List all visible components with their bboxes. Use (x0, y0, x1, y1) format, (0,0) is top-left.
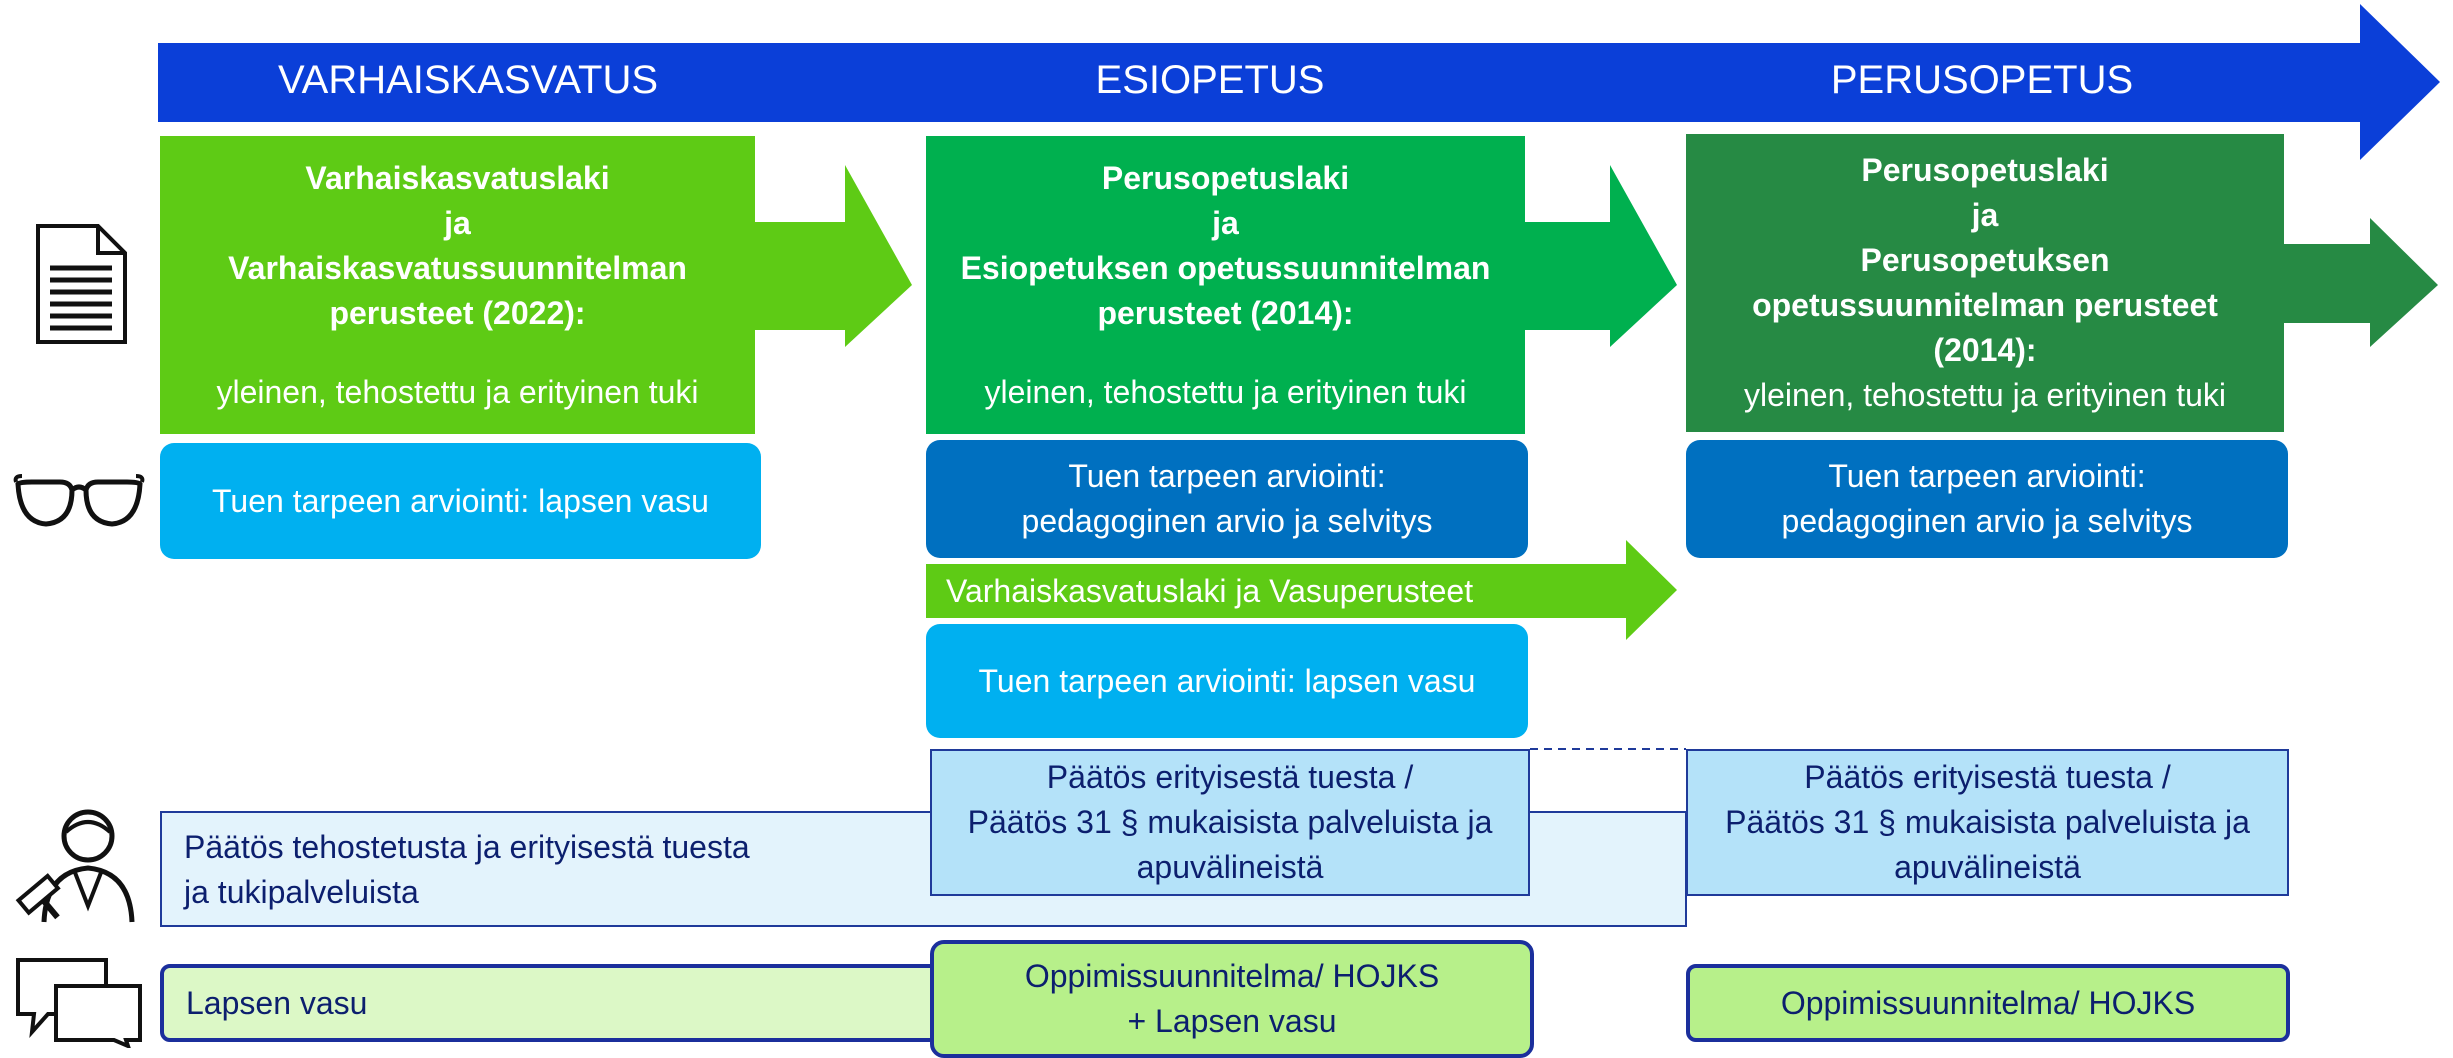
decision-early-line2: ja tukipalveluista (184, 874, 419, 910)
document-icon (36, 224, 127, 344)
phase-title-early: VARHAISKASVATUS (277, 58, 659, 102)
timeline-arrow-shape (158, 4, 2440, 160)
law-box-pre: Perusopetuslaki ja Esiopetuksen opetussu… (926, 136, 1525, 434)
assessment-box-basic: Tuen tarpeen arviointi: pedagoginen arvi… (1686, 440, 2288, 558)
basic-law-arrow (2280, 218, 2438, 347)
law-pre-support: yleinen, tehostettu ja erityinen tuki (984, 373, 1467, 410)
plan-box-early: Lapsen vasu (160, 964, 950, 1042)
assessment-box-pre-vasu: Tuen tarpeen arviointi: lapsen vasu (926, 624, 1528, 738)
law-pre-line1: Perusopetuslaki (1101, 159, 1350, 196)
decision-basic-line1: Päätös erityisestä tuesta / (1804, 759, 2171, 795)
law-basic-line4: opetussuunnitelman perusteet (1752, 287, 2218, 323)
law-early-line4: perusteet (2022): (329, 294, 586, 331)
early-law-arrow (755, 165, 912, 347)
law-box-early: Varhaiskasvatuslaki ja Varhaiskasvatussu… (160, 136, 755, 434)
law-pre-line2: ja (1212, 204, 1239, 241)
decision-box-pre: Päätös erityisestä tuesta / Päätös 31 § … (930, 749, 1530, 896)
law-early-support: yleinen, tehostettu ja erityinen tuki (216, 373, 699, 410)
law-basic-line2: ja (1971, 197, 1999, 233)
law-early-line3: Varhaiskasvatussuunnitelman (228, 249, 687, 286)
plan-basic-text: Oppimissuunnitelma/ HOJKS (1780, 984, 2196, 1021)
phase-title-basic: PERUSOPETUS (1830, 58, 2134, 102)
law-early-line1: Varhaiskasvatuslaki (305, 159, 610, 196)
assessment-pre-line2: pedagoginen arvio ja selvitys (1021, 503, 1433, 539)
assessment-pre-line1: Tuen tarpeen arviointi: (1068, 458, 1386, 494)
assessment-pre-vasu-text: Tuen tarpeen arviointi: lapsen vasu (978, 662, 1476, 699)
decision-pre-line1: Päätös erityisestä tuesta / (1046, 759, 1414, 795)
vasu-law-strip-label: Varhaiskasvatuslaki ja Vasuperusteet (946, 573, 1474, 609)
chat-bubbles-icon (16, 958, 142, 1048)
decision-pre-line2: Päätös 31 § mukaisista palveluista ja (967, 804, 1493, 840)
decision-basic-line2: Päätös 31 § mukaisista palveluista ja (1725, 804, 2250, 840)
law-basic-line3: Perusopetuksen (1860, 242, 2110, 278)
assessment-basic-line1: Tuen tarpeen arviointi: (1828, 458, 2146, 494)
phase-title-pre: ESIOPETUS (1095, 58, 1325, 102)
vasu-law-strip-arrow (926, 540, 1677, 640)
law-basic-line1: Perusopetuslaki (1861, 152, 2109, 188)
law-basic-support: yleinen, tehostettu ja erityinen tuki (1743, 377, 2227, 413)
law-basic-line5: (2014): (1933, 332, 2037, 368)
law-early-line2: ja (444, 204, 471, 241)
decision-early-line1: Päätös tehostetusta ja erityisestä tuest… (184, 829, 750, 865)
assessment-basic-line2: pedagoginen arvio ja selvitys (1781, 503, 2193, 539)
law-box-basic: Perusopetuslaki ja Perusopetuksen opetus… (1686, 134, 2284, 432)
decision-early-text: Päätös tehostetusta ja erityisestä tuest… (184, 825, 750, 915)
plan-box-pre: Oppimissuunnitelma/ HOJKS + Lapsen vasu (930, 940, 1534, 1058)
decision-pre-line3: apuvälineistä (1136, 849, 1324, 885)
decision-basic-line3: apuvälineistä (1894, 849, 2081, 885)
decision-box-basic: Päätös erityisestä tuesta / Päätös 31 § … (1686, 749, 2289, 896)
decision-box-early: Päätös tehostetusta ja erityisestä tuest… (160, 811, 1687, 927)
glasses-icon (13, 474, 145, 527)
assessment-box-pre: Tuen tarpeen arviointi: pedagoginen arvi… (926, 440, 1528, 558)
judge-gavel-icon (15, 809, 135, 923)
plan-box-basic: Oppimissuunnitelma/ HOJKS (1686, 964, 2290, 1042)
plan-pre-line1: Oppimissuunnitelma/ HOJKS (1024, 958, 1440, 994)
plan-pre-line2: + Lapsen vasu (1127, 1003, 1337, 1039)
plan-early-text: Lapsen vasu (186, 985, 368, 1021)
assessment-box-early: Tuen tarpeen arviointi: lapsen vasu (160, 443, 761, 559)
law-pre-line4: perusteet (2014): (1097, 294, 1354, 331)
law-pre-line3: Esiopetuksen opetussuunnitelman (960, 249, 1491, 286)
pre-law-arrow (1525, 165, 1677, 347)
assessment-early-text: Tuen tarpeen arviointi: lapsen vasu (212, 482, 709, 519)
